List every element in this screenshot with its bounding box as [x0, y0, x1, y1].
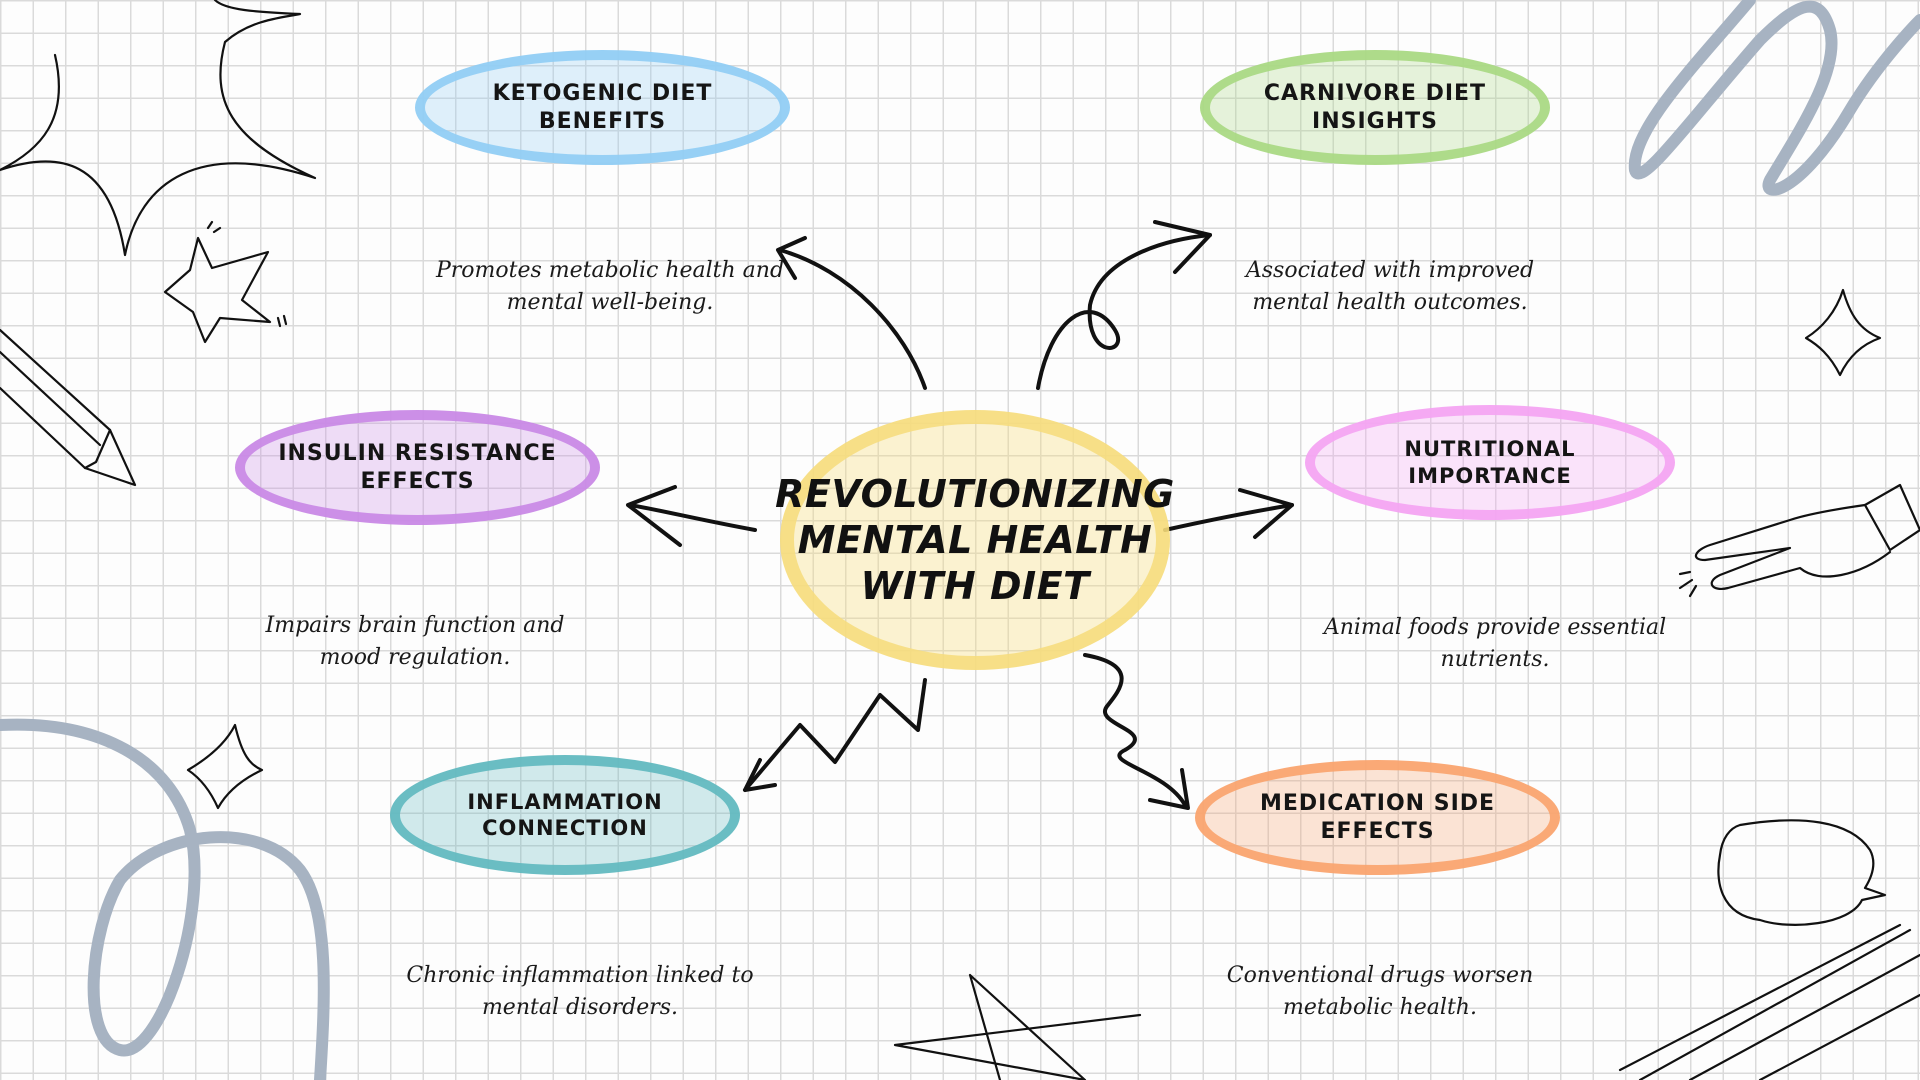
arrow-to-inflammation-head — [743, 758, 777, 792]
arrow-to-medication-head — [1148, 768, 1190, 810]
medication-oval — [1195, 760, 1560, 875]
medication-description: Conventional drugs worsen metabolic heal… — [1226, 963, 1534, 1020]
diamond-sparkle-right-icon — [1804, 288, 1882, 377]
connector-arrows — [626, 220, 1294, 810]
arrow-to-carnivore-head — [1153, 220, 1212, 274]
arrow-to-ketogenic-head — [776, 236, 807, 280]
nutritional-description: Animal foods provide essential nutrients… — [1323, 615, 1667, 672]
arrow-to-insulin-head — [626, 485, 682, 547]
hatch-strokes-icon — [1618, 923, 1920, 1080]
nutritional-label: Nutritional Importance — [1404, 437, 1576, 488]
star-tick-marks-icon — [206, 220, 288, 328]
ketogenic-oval — [415, 50, 790, 165]
ketogenic-label: Ketogenic Diet Benefits — [492, 81, 713, 134]
small-star-icon — [163, 236, 272, 344]
speech-bubble-icon — [1717, 819, 1887, 926]
swirl-top-right-icon — [1628, 0, 1920, 196]
insulin-description: Impairs brain function and mood regulati… — [265, 613, 565, 670]
arrow-to-insulin — [628, 503, 757, 532]
inflammation-description: Chronic inflammation linked to mental di… — [406, 963, 754, 1020]
insulin-label: Insulin Resistance Effects — [278, 441, 557, 494]
swirl-bottom-left-icon — [0, 718, 330, 1080]
arrow-to-inflammation — [743, 678, 927, 792]
insulin-oval — [235, 410, 600, 525]
large-star-bottom-icon — [893, 973, 1142, 1080]
central-topic-title: Revolutionizing Mental Health with Diet — [775, 472, 1175, 608]
arrow-to-carnivore — [1036, 233, 1212, 390]
arrow-to-nutritional-head — [1238, 488, 1294, 539]
pencil-icon — [0, 328, 137, 487]
carnivore-oval — [1200, 50, 1550, 165]
medication-label: Medication Side Effects — [1259, 791, 1496, 844]
arrow-to-nutritional — [1163, 503, 1294, 532]
inflammation-oval — [390, 755, 740, 875]
sparkle-star-top-left-icon — [0, 0, 317, 257]
pointing-hand-icon — [1678, 483, 1920, 598]
arrow-to-medication — [1083, 653, 1187, 807]
inflammation-label: Inflammation Connection — [467, 789, 663, 840]
nutritional-oval — [1305, 405, 1675, 520]
diamond-sparkle-bottom-left-icon — [186, 723, 264, 810]
carnivore-description: Associated with improved mental health o… — [1245, 258, 1535, 315]
carnivore-label: Carnivore Diet Insights — [1263, 81, 1487, 134]
ketogenic-description: Promotes metabolic health and mental wel… — [435, 258, 785, 315]
arrow-to-ketogenic — [778, 248, 927, 390]
